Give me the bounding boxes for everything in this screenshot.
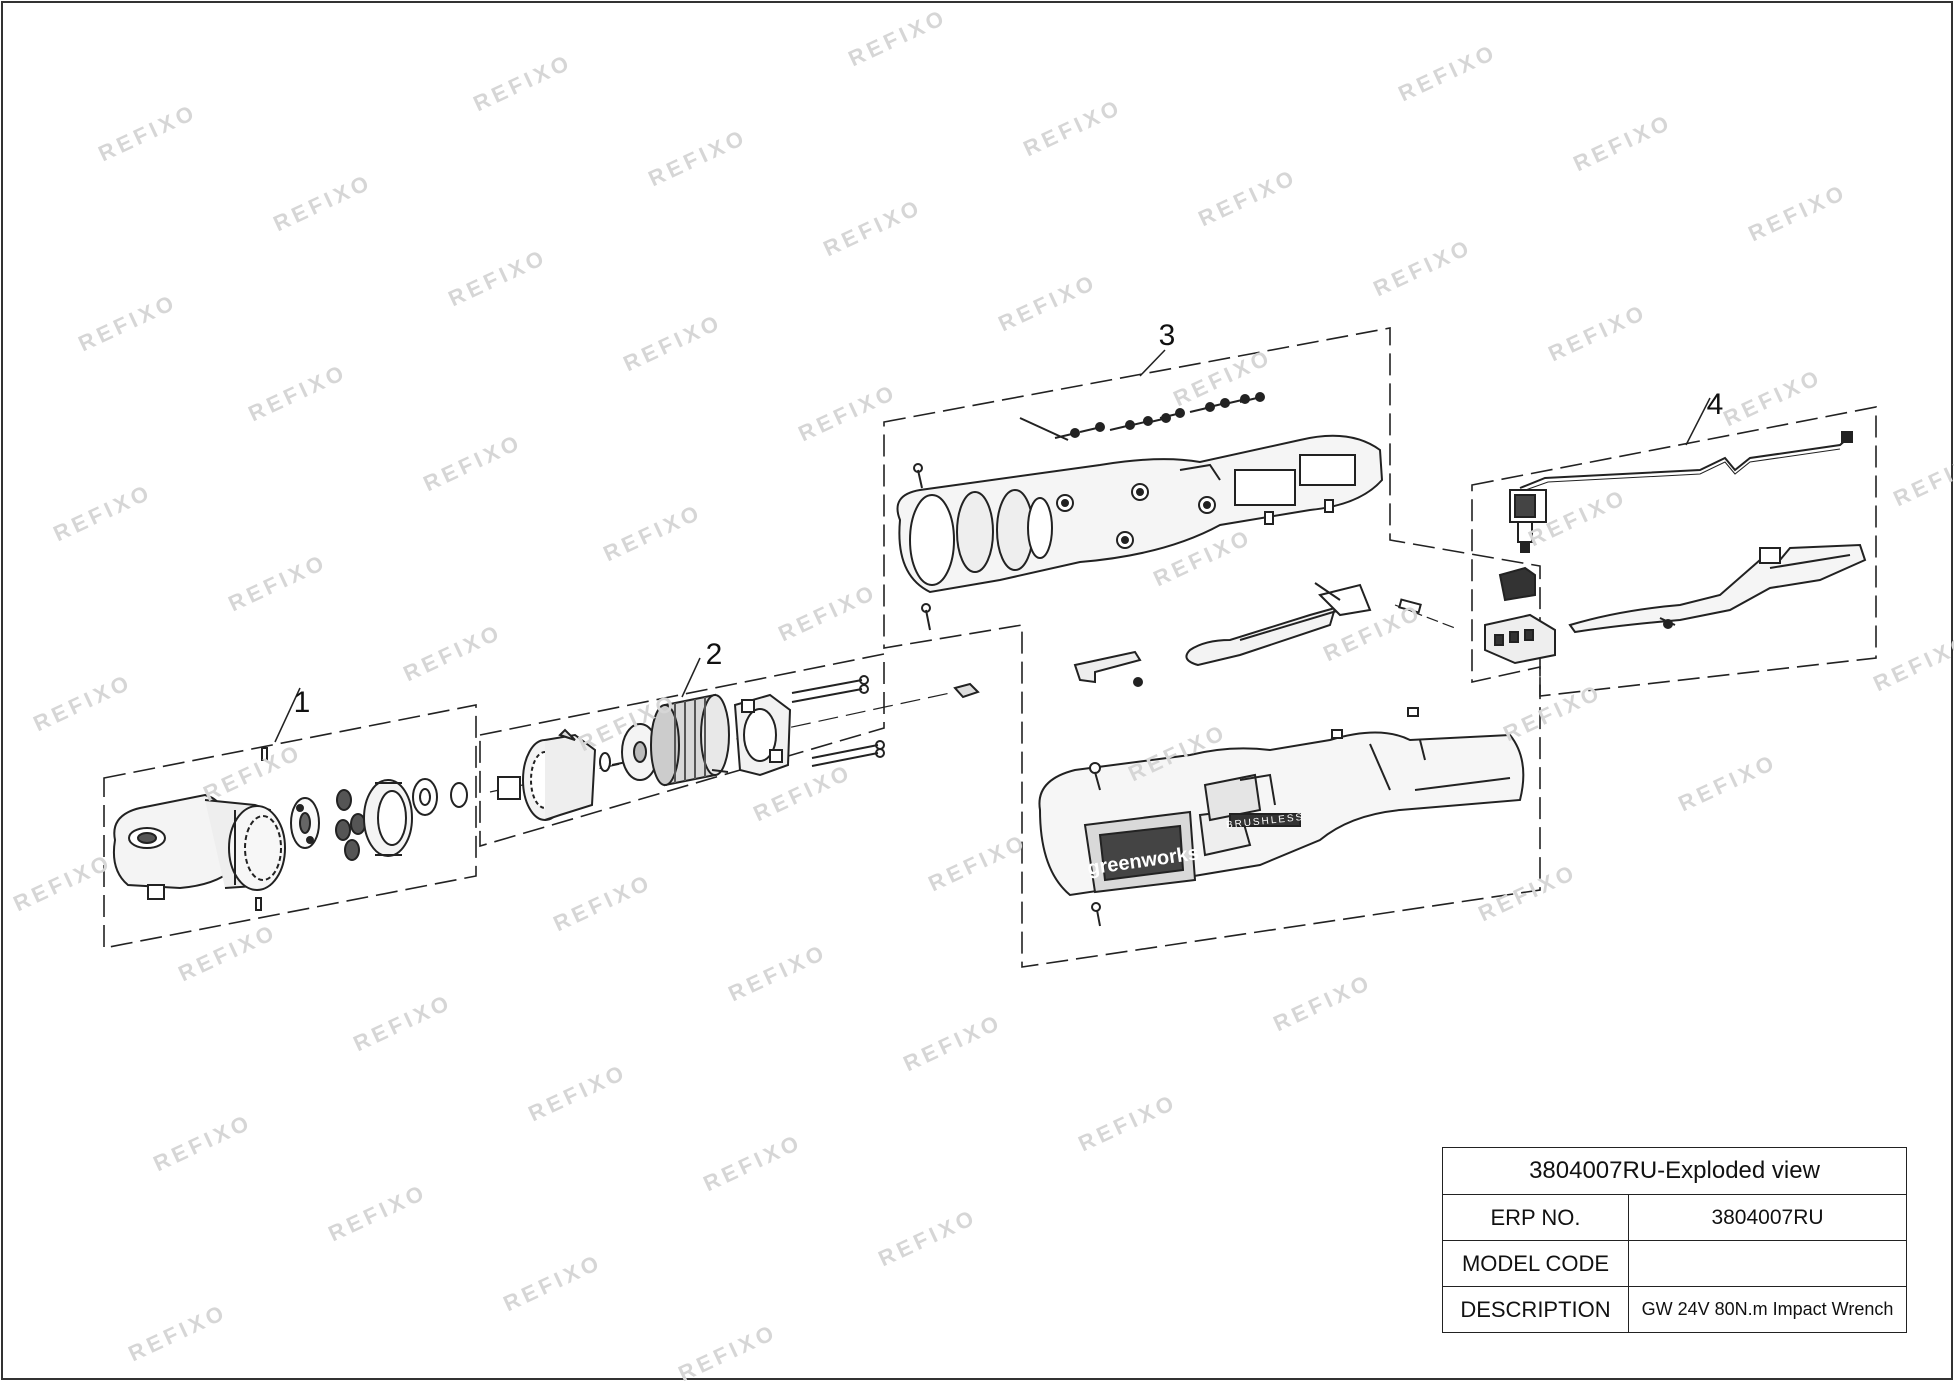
pin-lower [255,897,262,911]
model-code-label: MODEL CODE [1442,1240,1629,1287]
description-label: DESCRIPTION [1442,1286,1629,1333]
control-board-part [1568,543,1867,634]
anvil-flange-part [290,797,320,849]
group-4-boundary [1471,406,1877,697]
gear-housing-part [497,728,597,821]
washer-small-part [450,782,468,808]
group-4-switch [1471,397,1877,697]
pin-upper [261,747,268,761]
group-2-boundary [479,653,885,848]
motor-screws [791,675,885,767]
trigger-switch-part [1509,489,1547,553]
ring-gear-part [363,779,413,857]
left-housing-half-part [896,434,1384,594]
trigger-lever-part [1073,582,1456,687]
group-3-housing: greenworks BRUSHLESS [883,327,1541,968]
erp-no-label: ERP NO. [1442,1194,1629,1241]
motor-stator-part [650,693,730,787]
spacer-block-part [953,682,980,699]
model-code-value [1628,1240,1907,1287]
callout-3: 3 [1159,319,1176,352]
callout-2: 2 [706,638,723,671]
description-value: GW 24V 80N.m Impact Wrench [1628,1286,1907,1333]
planet-gears-part [335,789,366,861]
group-3-boundary [883,327,1541,968]
group-1-boundary [103,704,477,949]
ratchet-head-part [112,793,286,900]
callout-1: 1 [294,686,311,719]
switch-base-part [1484,613,1556,665]
switch-cover-part [1498,566,1536,602]
outer-housing-part [1038,731,1525,897]
title-block-heading: 3804007RU-Exploded view [1442,1147,1907,1195]
motor-rotor-part [611,723,661,781]
callout-4: 4 [1707,388,1724,421]
group-1-ratchet-head [103,687,477,949]
shaft-washer-part [599,752,611,772]
motor-end-cap-part [733,693,792,777]
erp-no-value: 3804007RU [1628,1194,1907,1241]
title-block: 3804007RU-Exploded view ERP NO. 3804007R… [1442,1147,1907,1333]
group-2-motor [479,653,980,848]
housing-screws [913,392,1265,631]
